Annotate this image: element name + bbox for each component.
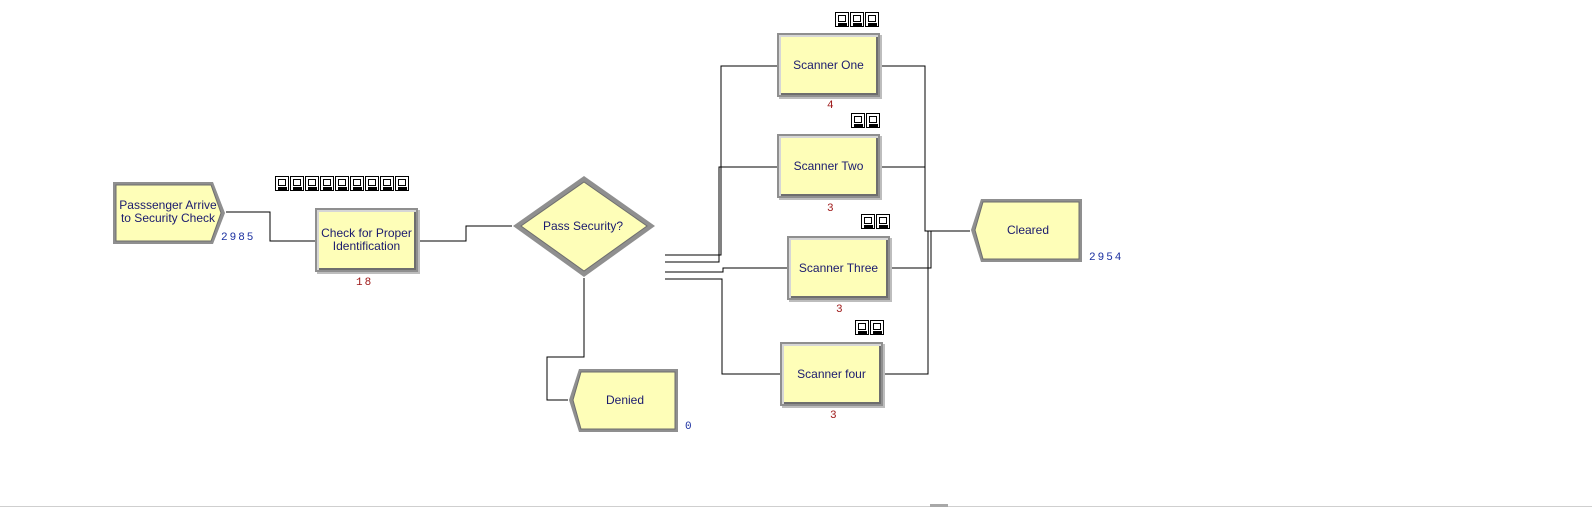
entity-page-icon — [850, 12, 864, 27]
process-scanner-two-label: Scanner Two — [793, 158, 864, 173]
connector-decide-scanner-one — [665, 65, 777, 256]
entity-page-icon — [320, 176, 334, 191]
connector-decide-scanner-four — [665, 278, 780, 375]
entity-page-icon — [305, 176, 319, 191]
scanner-four-queue — [855, 320, 884, 335]
entity-page-icon — [835, 12, 849, 27]
decide-module-label: Pass Security? — [542, 218, 624, 233]
horizontal-scrollbar[interactable] — [0, 506, 1592, 507]
entity-page-icon — [380, 176, 394, 191]
entity-page-icon — [876, 214, 890, 229]
connector-decide-scanner-two — [665, 166, 777, 263]
scanner-four-counter: 3 — [830, 410, 839, 422]
connector-scanner-two-cleared — [880, 166, 926, 231]
entity-page-icon — [395, 176, 409, 191]
entity-page-icon — [335, 176, 349, 191]
process-scanner-three[interactable]: Scanner Three — [787, 236, 890, 300]
process-scanner-three-label: Scanner Three — [798, 260, 879, 275]
cleared-counter: 2954 — [1089, 252, 1124, 264]
dispose-cleared-label: Cleared — [1006, 222, 1050, 237]
process-scanner-one[interactable]: Scanner One — [777, 33, 880, 97]
process-check-id[interactable]: Check for Proper Identification — [315, 208, 418, 272]
entity-page-icon — [866, 113, 880, 128]
connector-decide-scanner-three — [665, 267, 787, 273]
entity-page-icon — [365, 176, 379, 191]
connector-decide-denied — [546, 278, 585, 401]
connector-scanner-three-cleared — [890, 231, 932, 269]
process-scanner-four[interactable]: Scanner four — [780, 342, 883, 406]
decide-module-shape[interactable] — [510, 174, 658, 280]
entity-page-icon — [861, 214, 875, 229]
connector-check-decide — [418, 225, 512, 242]
scanner-three-queue — [861, 214, 890, 229]
dispose-cleared-shape[interactable] — [968, 196, 1086, 266]
denied-counter: 0 — [685, 421, 694, 433]
create-module-label: Passsenger Arrive to Security Check — [119, 198, 217, 225]
entity-page-icon — [275, 176, 289, 191]
arrive-counter: 2985 — [221, 232, 256, 244]
entity-page-icon — [290, 176, 304, 191]
entity-page-icon — [870, 320, 884, 335]
entity-page-icon — [855, 320, 869, 335]
connector-arrive-check — [226, 211, 316, 242]
process-scanner-four-label: Scanner four — [797, 366, 866, 381]
horizontal-scrollbar-thumb[interactable] — [930, 504, 948, 507]
dispose-denied-shape[interactable] — [566, 366, 682, 436]
scanner-one-counter: 4 — [827, 100, 836, 112]
process-check-id-label: Check for Proper Identification — [321, 226, 412, 253]
check-queue — [275, 176, 409, 191]
scanner-two-counter: 3 — [827, 203, 836, 215]
connector-scanner-one-cleared — [880, 65, 970, 232]
process-scanner-one-label: Scanner One — [793, 57, 864, 72]
connector-scanner-four-cleared — [883, 231, 929, 375]
entity-page-icon — [851, 113, 865, 128]
scanner-two-queue — [851, 113, 880, 128]
process-scanner-two[interactable]: Scanner Two — [777, 134, 880, 198]
entity-page-icon — [865, 12, 879, 27]
scanner-one-queue — [835, 12, 879, 27]
dispose-denied-label: Denied — [605, 392, 645, 407]
entity-page-icon — [350, 176, 364, 191]
create-module-shape[interactable] — [110, 179, 228, 247]
check-counter: 18 — [356, 277, 374, 289]
scanner-three-counter: 3 — [836, 304, 845, 316]
